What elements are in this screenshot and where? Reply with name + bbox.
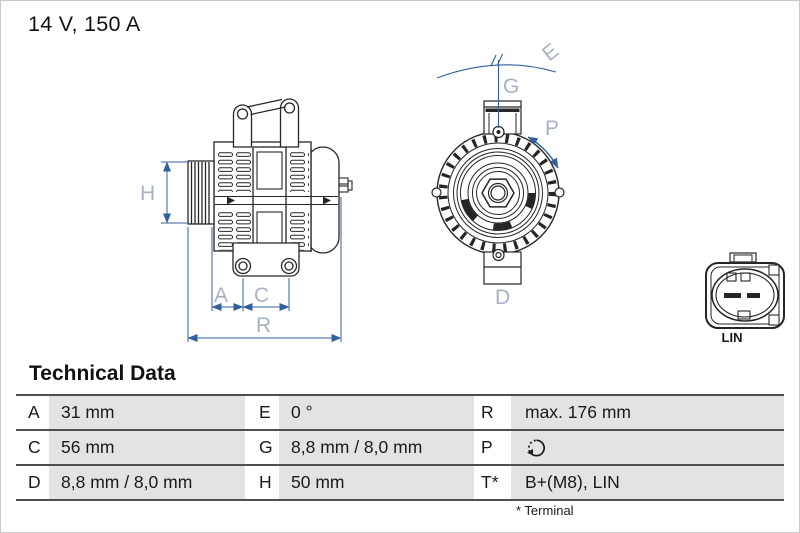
dim-label-a: A bbox=[214, 284, 228, 307]
table-row: A 31 mm E 0 ° R max. 176 mm bbox=[16, 394, 784, 429]
dim-label-h: H bbox=[140, 182, 155, 205]
cell-value-e: 0 ° bbox=[279, 396, 474, 429]
side-view-drawing bbox=[187, 98, 353, 277]
cell-letter-t: T* bbox=[474, 466, 511, 499]
cell-value-t: B+(M8), LIN bbox=[511, 466, 784, 499]
cell-letter-r: R bbox=[474, 396, 511, 429]
side-view-dimensions bbox=[161, 161, 342, 342]
technical-data-title: Technical Data bbox=[29, 362, 176, 385]
connector-drawing bbox=[705, 252, 785, 329]
rating-text: 14 V, 150 A bbox=[28, 12, 141, 36]
cell-value-g: 8,8 mm / 8,0 mm bbox=[279, 431, 474, 464]
dim-label-e: E bbox=[538, 39, 563, 66]
cell-letter-g: G bbox=[245, 431, 279, 464]
cell-value-d: 8,8 mm / 8,0 mm bbox=[49, 466, 245, 499]
table-row: C 56 mm G 8,8 mm / 8,0 mm P bbox=[16, 429, 784, 464]
dim-label-c: C bbox=[254, 284, 269, 307]
dim-label-r: R bbox=[256, 314, 271, 337]
cell-value-r: max. 176 mm bbox=[511, 396, 784, 429]
technical-drawing: H A C R bbox=[140, 39, 785, 345]
cell-value-c: 56 mm bbox=[49, 431, 245, 464]
rotation-clockwise-icon bbox=[527, 439, 546, 457]
front-view-annotations bbox=[436, 53, 559, 169]
cell-value-a: 31 mm bbox=[49, 396, 245, 429]
cell-letter-a: A bbox=[16, 396, 49, 429]
technical-data-table: A 31 mm E 0 ° R max. 176 mm C 56 mm G 8,… bbox=[16, 394, 784, 501]
cell-letter-e: E bbox=[245, 396, 279, 429]
cell-value-p bbox=[511, 431, 784, 464]
cell-letter-c: C bbox=[16, 431, 49, 464]
dim-label-g: G bbox=[503, 75, 519, 98]
cell-value-h: 50 mm bbox=[279, 466, 474, 499]
table-row: D 8,8 mm / 8,0 mm H 50 mm T* B+(M8), LIN bbox=[16, 464, 784, 499]
terminal-footnote: * Terminal bbox=[516, 503, 574, 518]
cell-letter-d: D bbox=[16, 466, 49, 499]
cell-letter-p: P bbox=[474, 431, 511, 464]
connector-label: LIN bbox=[722, 330, 743, 345]
dim-label-p: P bbox=[545, 117, 559, 140]
dim-label-d: D bbox=[495, 286, 510, 309]
cell-letter-h: H bbox=[245, 466, 279, 499]
